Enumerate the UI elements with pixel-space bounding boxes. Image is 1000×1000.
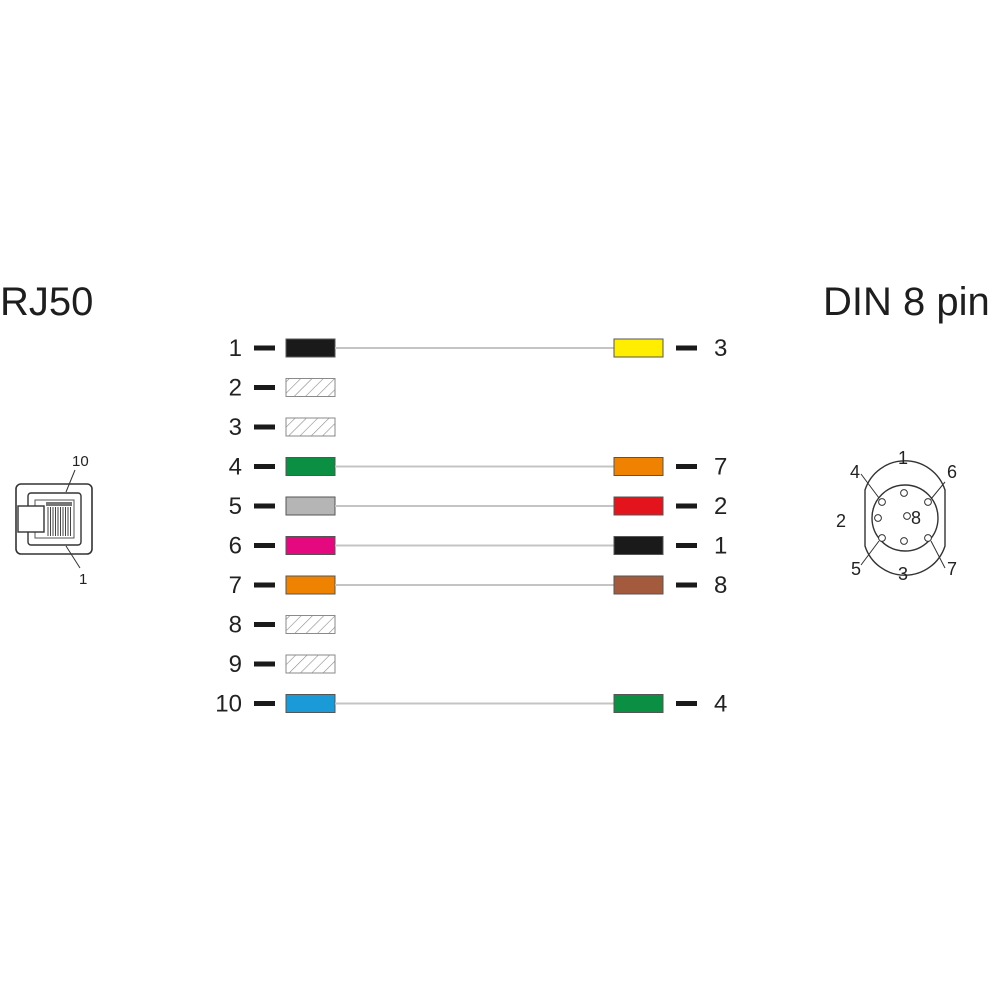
din-wire-color — [613, 575, 664, 595]
din-pin — [878, 498, 886, 506]
rj50-pin-stub — [254, 543, 275, 548]
din-pin-number: 3 — [714, 335, 727, 362]
din-pin-number: 2 — [714, 493, 727, 520]
wire-row-8: 8 — [229, 612, 336, 639]
rj50-wire-color — [285, 575, 336, 595]
din-wire-color — [613, 536, 664, 555]
rj50-pin-number: 5 — [229, 493, 242, 520]
din8-connector-icon: 1 6 7 3 5 2 4 8 — [836, 448, 957, 584]
rj50-pin-number: 2 — [229, 375, 242, 402]
rj50-pin-stub — [254, 345, 275, 351]
rj50-pin-label-10: 10 — [72, 453, 89, 470]
rj50-wire-color — [285, 338, 336, 358]
rj50-wire-unused — [285, 417, 336, 437]
rj50-wire-unused — [285, 654, 336, 674]
din-wire-color — [613, 457, 664, 476]
din-pin-label-6: 6 — [947, 462, 957, 482]
rj50-wire-color — [285, 694, 336, 713]
rj50-pin-number: 8 — [229, 612, 242, 639]
din-title: DIN 8 pin — [823, 280, 990, 324]
din-pin — [903, 512, 911, 520]
din-pin-number: 1 — [714, 533, 727, 560]
din-pin-stub — [676, 582, 697, 588]
rj50-pin-stub — [254, 661, 275, 667]
rj50-pin-stub — [254, 424, 275, 430]
din-pin — [924, 498, 932, 506]
din-pin-number: 4 — [714, 691, 727, 718]
din-pin-label-8: 8 — [911, 508, 921, 528]
din-wire-color — [613, 694, 664, 713]
rj50-pin-stub — [254, 582, 275, 588]
din-pin-stub — [676, 701, 697, 706]
wire-row-9: 9 — [229, 651, 336, 678]
din-pin — [924, 534, 932, 542]
din-pin-stub — [676, 345, 697, 351]
rj50-pin-number: 10 — [215, 691, 242, 718]
rj50-pin-label-1: 1 — [79, 571, 87, 588]
rj50-pin-number: 3 — [229, 414, 242, 441]
rj50-wire-color — [285, 496, 336, 516]
rj50-pin-stub — [254, 464, 275, 469]
din-pin-label-5: 5 — [851, 559, 861, 579]
rj50-title: RJ50 — [0, 280, 94, 324]
rj50-pin-number: 9 — [229, 651, 242, 678]
din-pin-stub — [676, 543, 697, 548]
rj50-pin-number: 4 — [229, 454, 242, 481]
rj50-pin-stub — [254, 503, 275, 509]
rj50-pin-stub — [254, 622, 275, 627]
rj50-pin-number: 6 — [229, 533, 242, 560]
rj50-connector-icon: 10 1 — [15, 453, 93, 588]
din-pin-label-3: 3 — [898, 564, 908, 584]
rj50-wire-unused — [285, 615, 336, 634]
din-pin — [874, 514, 882, 522]
rj50-pin-stub — [254, 701, 275, 706]
wire-row-3: 3 — [229, 414, 336, 441]
rj50-wire-color — [285, 536, 336, 555]
wire-row-2: 2 — [229, 375, 336, 402]
din-pin-stub — [676, 503, 697, 509]
din-pin-label-7: 7 — [947, 559, 957, 579]
rj50-pin-stub — [254, 385, 275, 390]
din-pin-label-4: 4 — [850, 462, 860, 482]
rj50-wire-unused — [285, 378, 336, 397]
rj50-pin-number: 7 — [229, 572, 242, 599]
din-pin-number: 8 — [714, 572, 727, 599]
din-pin — [878, 534, 886, 542]
rj50-pin-number: 1 — [229, 335, 242, 362]
din-pin-stub — [676, 464, 697, 469]
din-pin-label-1: 1 — [898, 448, 908, 468]
rj50-wire-color — [285, 457, 336, 476]
din-wire-color — [613, 338, 664, 358]
din-wire-color — [613, 496, 664, 516]
din-pin-number: 7 — [714, 454, 727, 481]
din-pin — [900, 537, 908, 545]
wire-row-10: 10 4 — [215, 691, 727, 718]
din-pin — [900, 489, 908, 497]
din-pin-label-2: 2 — [836, 511, 846, 531]
